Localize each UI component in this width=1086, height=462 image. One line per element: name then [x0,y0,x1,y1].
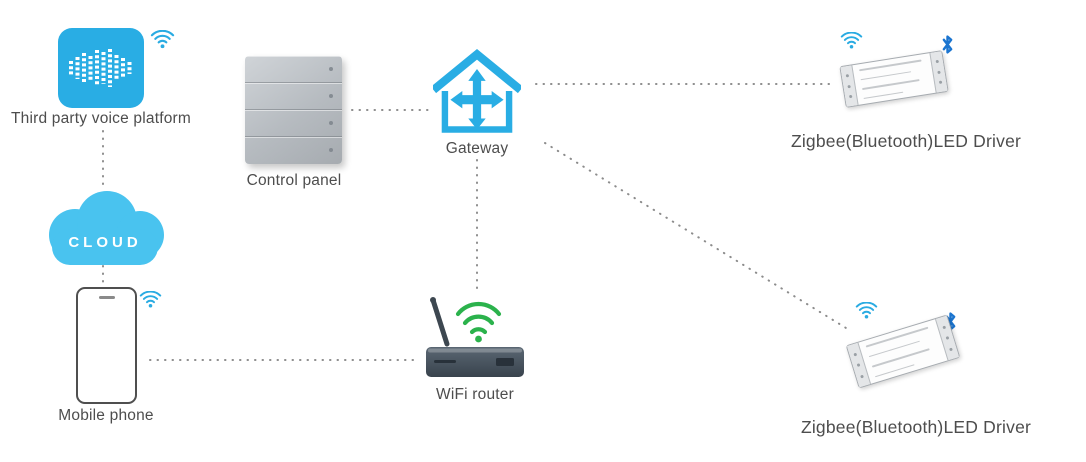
wifi-icon [840,32,863,49]
cloud-icon: CLOUD [49,191,164,265]
antenna-icon [430,297,450,347]
voice-platform-label: Third party voice platform [10,110,192,127]
panel-button-indicator [329,67,333,71]
cloud-label: CLOUD [68,234,141,251]
panel-button [245,83,342,110]
gateway-house-arrows-icon [433,49,521,133]
voice-platform-icon [58,28,144,108]
phone-speaker [98,296,115,299]
wifi-icon [855,302,878,319]
wifi-icon [139,291,162,308]
led-driver-top-label: Zigbee(Bluetooth)LED Driver [790,131,1022,151]
led-driver-bottom-label: Zigbee(Bluetooth)LED Driver [800,417,1032,437]
panel-button [245,110,342,137]
control-panel-label: Control panel [246,172,342,189]
control-panel-icon [245,56,342,164]
panel-button-indicator [329,94,333,98]
bluetooth-icon [942,35,953,54]
driver-label-area [858,319,947,384]
connection-gateway-led-driver-bottom [544,142,847,329]
wifi-icon [150,30,175,49]
wifi-router-label: WiFi router [436,386,514,403]
driver-label-area [852,53,935,105]
panel-button [245,56,342,83]
phone-icon [76,287,137,404]
panel-button [245,137,342,163]
bluetooth-icon [945,312,956,331]
led-driver-icon [845,314,961,389]
mobile-phone-label: Mobile phone [58,407,154,424]
router-icon [426,297,524,377]
gateway-label: Gateway [445,140,509,157]
led-driver-icon [839,50,949,108]
panel-button-indicator [329,148,333,152]
wifi-signal-green-icon [455,301,502,335]
panel-button-indicator [329,121,333,125]
